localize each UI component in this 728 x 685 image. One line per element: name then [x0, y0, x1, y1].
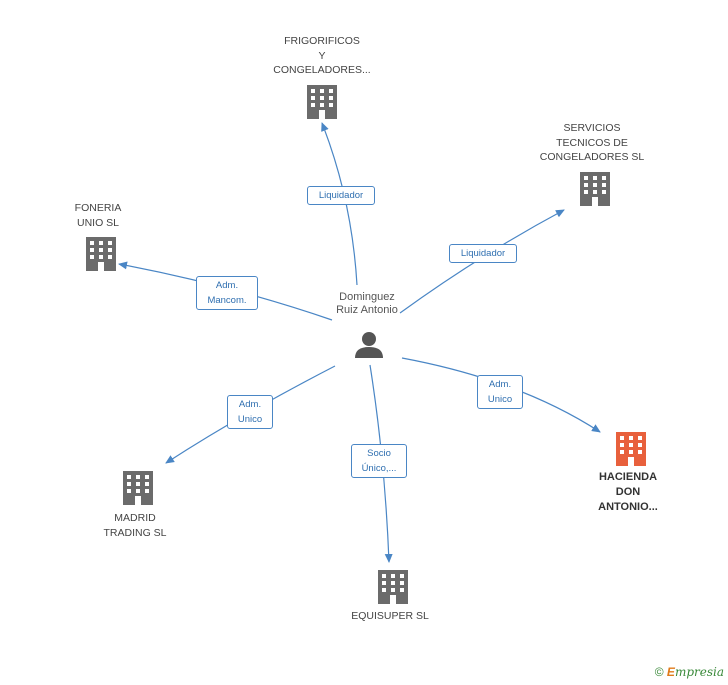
node-servicios-label[interactable]: SERVICIOS TECNICOS DE CONGELADORES SL: [539, 122, 645, 163]
edge-label-madrid: Adm. Unico: [227, 395, 273, 429]
equisuper-building-icon[interactable]: [378, 570, 408, 604]
brand-name: mpresia: [674, 665, 724, 679]
footer-brand: © Empresia: [655, 665, 724, 679]
copyright-symbol: ©: [654, 665, 664, 679]
servicios-building-icon[interactable]: [580, 172, 610, 206]
foneria-building-icon[interactable]: [86, 237, 116, 271]
edge-label-equisuper: Socio Único,...: [351, 444, 407, 478]
edge-label-servicios: Liquidador: [449, 244, 517, 263]
frigorificos-building-icon[interactable]: [307, 85, 337, 119]
person-icon[interactable]: [355, 332, 383, 358]
edge-label-hacienda: Adm. Unico: [477, 375, 523, 409]
node-foneria-label[interactable]: FONERIA UNIO SL: [74, 202, 122, 229]
edge-label-frigorificos: Liquidador: [307, 186, 375, 205]
brand-initial: E: [666, 665, 675, 679]
node-frigorificos-label[interactable]: FRIGORIFICOS Y CONGELADORES...: [273, 35, 371, 76]
node-hacienda-label[interactable]: HACIENDA DON ANTONIO...: [598, 471, 658, 513]
node-madrid-label[interactable]: MADRID TRADING SL: [103, 512, 167, 539]
madrid-building-icon[interactable]: [123, 471, 153, 505]
center-person-label[interactable]: Dominguez Ruiz Antonio: [336, 291, 398, 316]
edge-label-foneria: Adm. Mancom.: [196, 276, 258, 310]
hacienda-building-icon[interactable]: [616, 432, 646, 466]
node-equisuper-label[interactable]: EQUISUPER SL: [351, 610, 429, 622]
